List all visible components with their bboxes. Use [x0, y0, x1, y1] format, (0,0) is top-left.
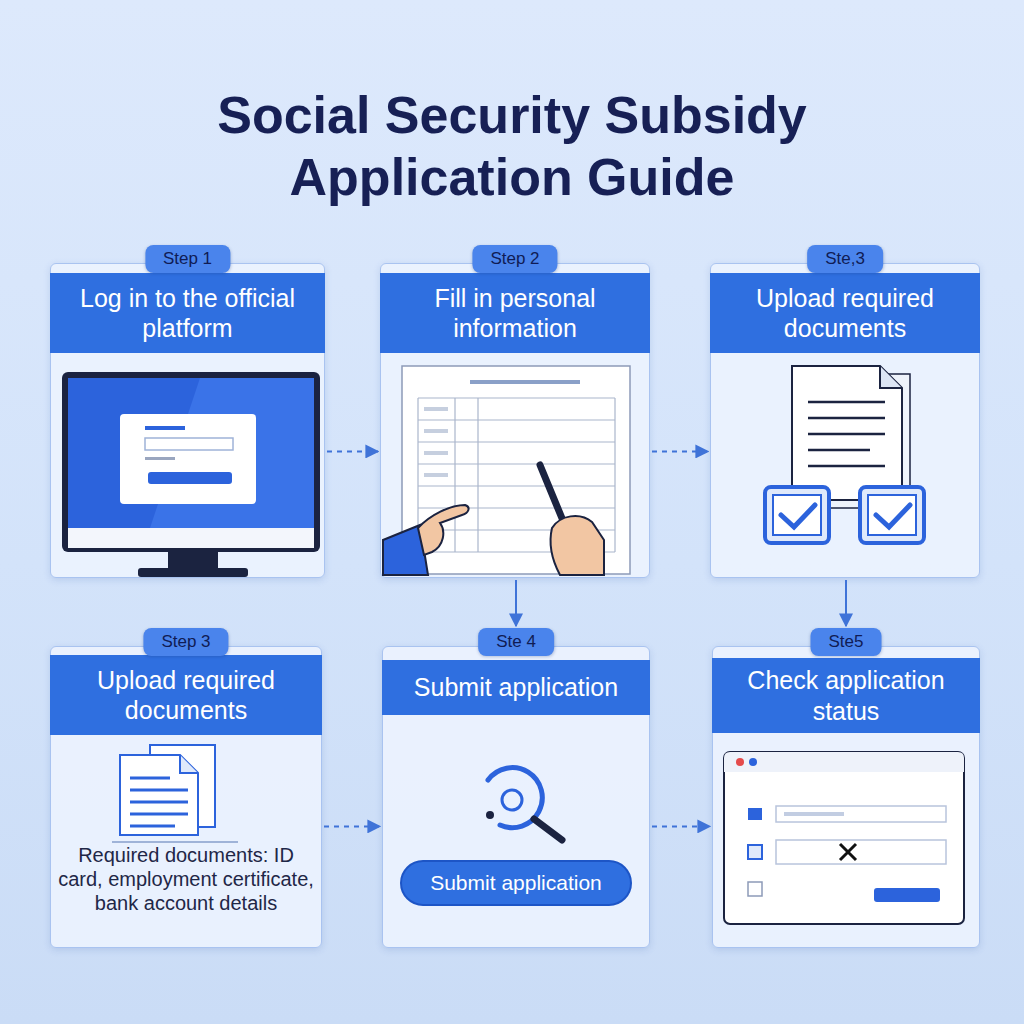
monitor-illustration: [62, 372, 320, 577]
step-card: Ste,3Upload required documents: [710, 245, 980, 578]
flow-arrow: [515, 580, 517, 626]
card-note: Required documents: ID card, employment …: [58, 843, 314, 915]
button-label: Submit application: [430, 871, 602, 895]
header-band: Log in to the official platform: [50, 273, 325, 353]
flow-arrow: [324, 825, 380, 827]
step-heading: Submit application: [414, 672, 618, 703]
flow-arrow: [652, 450, 708, 452]
step-number: Ste5: [811, 628, 882, 656]
step-heading: Log in to the official platform: [62, 283, 313, 344]
step-card: Step 3 Upload required documentsRequired …: [50, 628, 322, 948]
status-illustration: [724, 752, 964, 924]
flow-arrow: [327, 450, 378, 452]
step-card: Ste 4Submit applicationSubmit applicatio…: [382, 628, 650, 948]
step-heading: Upload required documents: [722, 283, 968, 344]
step-number: Step 3: [143, 628, 228, 656]
step-card: Step 1 Log in to the official platform: [50, 245, 325, 578]
magnifier-illustration: [486, 768, 562, 840]
upload-illustration: [765, 366, 924, 543]
step-heading: Upload required documents: [62, 665, 310, 726]
step-card: Ste5Check application status: [712, 628, 980, 948]
header-band: Fill in personal information: [380, 273, 650, 353]
step-heading: Check application status: [724, 665, 968, 726]
header-band: Upload required documents: [710, 273, 980, 353]
step-heading: Fill in personal information: [392, 283, 638, 344]
step-number: Step 1: [145, 245, 230, 273]
step-card: Step 2 Fill in personal information: [380, 245, 650, 578]
action-button: Submit application: [400, 860, 632, 906]
diagram-title: Social Security Subsidy Application Guid…: [142, 84, 882, 208]
flow-arrow: [845, 580, 847, 626]
document-illustration: [112, 745, 238, 842]
form-illustration: [383, 366, 630, 575]
header-band: Check application status: [712, 658, 980, 733]
step-number: Ste 4: [478, 628, 554, 656]
step-number: Step 2: [472, 245, 557, 273]
note-text: Required documents: ID card, employment …: [58, 843, 314, 915]
header-band: Submit application: [382, 660, 650, 715]
step-number: Ste,3: [807, 245, 883, 273]
header-band: Upload required documents: [50, 655, 322, 735]
flow-arrow: [652, 825, 710, 827]
